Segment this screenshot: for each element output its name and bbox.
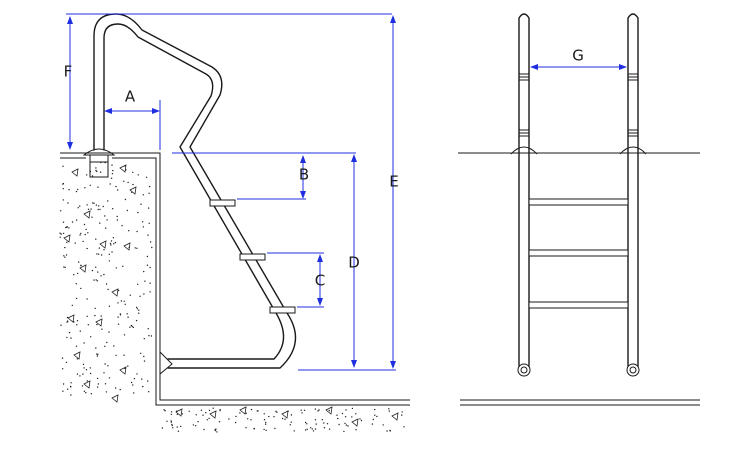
dimension-c: C — [267, 252, 325, 308]
side-tread-3 — [269, 306, 296, 314]
dimension-e: E — [298, 15, 399, 371]
front-tread-3 — [528, 301, 629, 309]
side-bottom-pad — [159, 350, 173, 376]
label-d: D — [348, 254, 360, 272]
side-tread-1 — [209, 199, 236, 207]
label-c: C — [315, 272, 325, 290]
dimension-g: G — [530, 47, 627, 70]
side-handrail-outer — [93, 13, 297, 369]
dimension-d: D — [348, 154, 360, 368]
side-view: F A B C — [59, 13, 410, 433]
front-view: G — [458, 13, 700, 406]
anchor-socket — [82, 148, 116, 178]
front-tread-1 — [528, 198, 629, 206]
concrete-texture — [59, 161, 405, 433]
label-e: E — [389, 173, 398, 191]
front-tread-2 — [528, 249, 629, 257]
dimension-a: A — [104, 88, 161, 150]
label-b: B — [299, 166, 309, 184]
front-right-post — [619, 13, 647, 377]
front-left-post — [510, 13, 538, 377]
dimension-b: B — [237, 155, 309, 200]
label-g: G — [572, 47, 584, 65]
dimension-f: F — [64, 13, 392, 150]
side-tread-2 — [239, 253, 266, 261]
label-a: A — [125, 88, 136, 106]
concrete-wall — [59, 152, 410, 433]
side-handrail-inner — [103, 23, 285, 360]
label-f: F — [64, 63, 73, 81]
